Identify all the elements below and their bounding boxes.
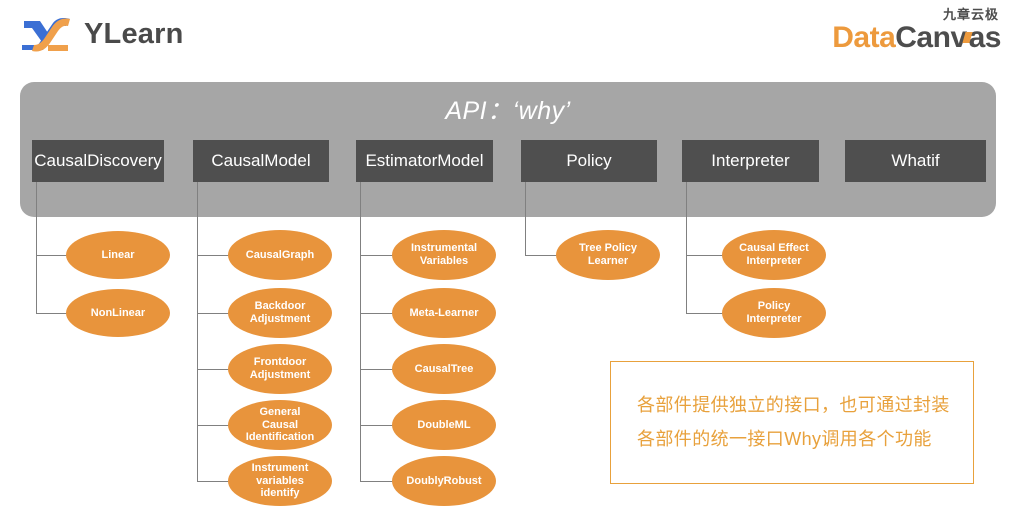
- node-label: DoublyRobust: [406, 474, 482, 487]
- connector-horizontal-estimatormodel-2: [360, 369, 400, 370]
- node-label: CausalGraph: [245, 248, 315, 261]
- node-causalgraph[interactable]: CausalGraph: [228, 230, 332, 280]
- connector-vertical-estimatormodel: [360, 182, 361, 481]
- info-note-box: 各部件提供独立的接口，也可通过封装 各部件的统一接口Why调用各个功能: [610, 361, 974, 484]
- datacanvas-logo-group: 九章云极 DataCanvas: [832, 7, 1001, 54]
- connector-horizontal-causalmodel-2: [197, 369, 236, 370]
- module-box-label: Policy: [566, 151, 612, 170]
- connector-vertical-causalmodel: [197, 182, 198, 481]
- node-causaltree[interactable]: CausalTree: [392, 344, 496, 394]
- datacanvas-chinese-name: 九章云极: [942, 7, 999, 22]
- node-label: CausalTree: [414, 362, 474, 375]
- datacanvas-word-data: Data: [832, 21, 896, 55]
- connector-horizontal-policy-0: [525, 255, 564, 256]
- module-box-causalmodel[interactable]: CausalModel: [193, 140, 329, 182]
- module-box-whatif[interactable]: Whatif: [845, 140, 986, 182]
- module-box-causaldiscovery[interactable]: CausalDiscovery: [32, 140, 164, 182]
- connector-vertical-policy: [525, 182, 526, 255]
- connector-horizontal-causaldiscovery-0: [36, 255, 74, 256]
- datacanvas-word-as: as: [968, 21, 1002, 55]
- connector-horizontal-estimatormodel-1: [360, 313, 400, 314]
- connector-horizontal-estimatormodel-3: [360, 425, 400, 426]
- note-line-2: 各部件的统一接口Why调用各个功能: [637, 428, 932, 449]
- connector-horizontal-causaldiscovery-1: [36, 313, 74, 314]
- connector-horizontal-causalmodel-3: [197, 425, 236, 426]
- node-label: NonLinear: [90, 306, 146, 319]
- connector-vertical-causaldiscovery: [36, 182, 37, 313]
- module-box-label: Interpreter: [711, 151, 790, 170]
- module-box-label: CausalDiscovery: [34, 151, 162, 170]
- node-linear[interactable]: Linear: [66, 231, 170, 279]
- module-box-label: CausalModel: [211, 151, 311, 170]
- connector-horizontal-causalmodel-1: [197, 313, 236, 314]
- datacanvas-wordmark: DataCanvas: [832, 22, 1001, 54]
- node-doubleml[interactable]: DoubleML: [392, 400, 496, 450]
- module-box-policy[interactable]: Policy: [521, 140, 657, 182]
- module-box-label: EstimatorModel: [365, 151, 484, 170]
- api-panel: API：‘why’: [20, 82, 996, 217]
- module-box-label: Whatif: [891, 151, 940, 170]
- datacanvas-word-canv: Canv: [895, 21, 967, 55]
- module-box-interpreter[interactable]: Interpreter: [682, 140, 819, 182]
- note-line-1: 各部件提供独立的接口，也可通过封装: [637, 395, 950, 416]
- ylearn-wordmark: YLearn: [84, 17, 184, 50]
- node-doublyrobust[interactable]: DoublyRobust: [392, 456, 496, 506]
- connector-horizontal-interpreter-1: [686, 313, 730, 314]
- connector-horizontal-interpreter-0: [686, 255, 730, 256]
- connector-vertical-interpreter: [686, 182, 687, 313]
- ylearn-logo-icon: [22, 18, 70, 52]
- connector-horizontal-causalmodel-0: [197, 255, 236, 256]
- node-label: Meta-Learner: [409, 306, 479, 319]
- connector-horizontal-causalmodel-4: [197, 481, 236, 482]
- connector-horizontal-estimatormodel-0: [360, 255, 400, 256]
- page-header: YLearn 九章云极 DataCanvas: [0, 0, 1015, 75]
- node-meta-learner[interactable]: Meta-Learner: [392, 288, 496, 338]
- module-box-estimatormodel[interactable]: EstimatorModel: [356, 140, 493, 182]
- node-label: DoubleML: [417, 418, 471, 431]
- node-label: Linear: [101, 248, 135, 261]
- node-nonlinear[interactable]: NonLinear: [66, 289, 170, 337]
- connector-horizontal-estimatormodel-4: [360, 481, 400, 482]
- ylearn-logo-group: YLearn: [18, 12, 184, 56]
- api-panel-title: API：‘why’: [445, 97, 571, 125]
